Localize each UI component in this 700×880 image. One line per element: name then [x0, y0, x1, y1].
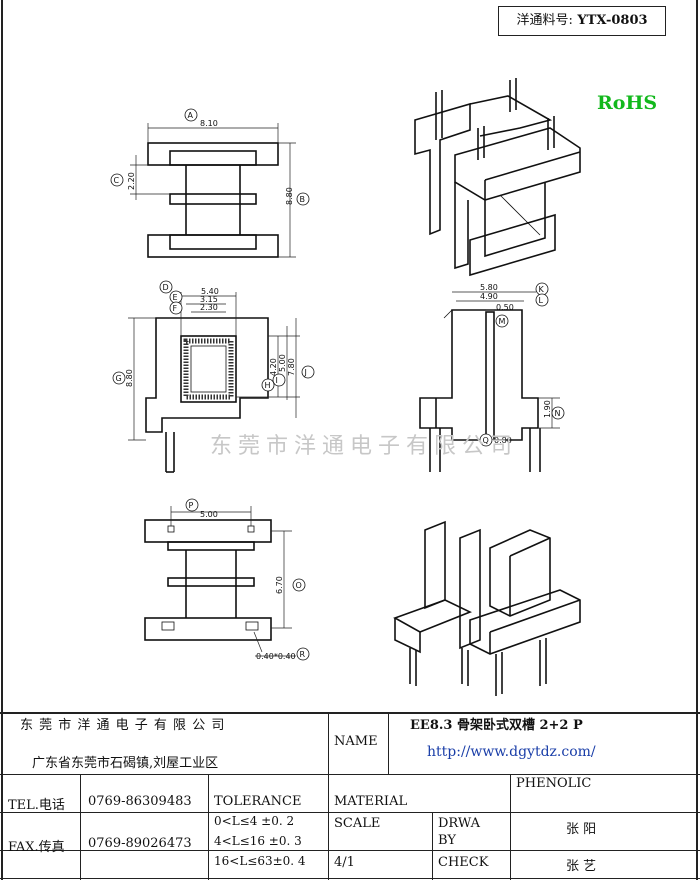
part-number-value: YTX-0803 — [577, 13, 648, 28]
dim-o-value: 6.70 — [275, 576, 284, 594]
dim-i-bubble: I — [276, 376, 278, 385]
check-label: CHECK — [438, 855, 489, 870]
dim-r-bubble: R — [300, 650, 306, 659]
dim-f-value: 2.30 — [200, 303, 218, 312]
dim-m-bubble: M — [499, 317, 506, 326]
dim-n-bubble: N — [555, 409, 561, 418]
dim-e-bubble: E — [173, 293, 178, 302]
end-view: 5.80 4.90 0.50 K L M 1.90 N Q 0.80 — [419, 282, 565, 472]
dim-f-bubble: F — [173, 304, 178, 313]
rohs-mark: RoHS — [597, 92, 658, 114]
dim-a-bubble: A — [188, 111, 194, 120]
dim-q-value: 0.80 — [494, 436, 512, 445]
technical-drawing: 8.10 A 8.80 B 2.20 C — [110, 78, 581, 696]
front-view: 8.10 A 8.80 B 2.20 C — [110, 108, 310, 258]
frame-right — [696, 0, 698, 880]
dim-d-value: 5.40 — [201, 287, 219, 296]
scale-label: SCALE — [334, 816, 381, 831]
check-value: 张 艺 — [566, 859, 597, 874]
dim-c-value: 2.20 — [127, 172, 136, 190]
website-url[interactable]: http://www.dgytdz.com/ — [427, 744, 596, 760]
dim-r-value: 0.40*0.40 — [256, 652, 296, 661]
frame-left — [1, 0, 3, 880]
bottom-view: 5.00 P 6.70 O 0.40*0.40 R — [144, 498, 310, 661]
dim-b-value: 8.80 — [285, 187, 294, 205]
fax-label: FAX.传真 — [8, 840, 65, 855]
tolerance-line-2: 4<L≤16 ±0. 3 — [214, 834, 302, 848]
tolerance-label: TOLERANCE — [214, 794, 302, 809]
dim-l-bubble: L — [539, 296, 544, 305]
company-address: 广东省东莞市石碣镇,刘屋工业区 — [32, 756, 219, 771]
scale-value: 4/1 — [334, 855, 355, 870]
drawn-value: 张 阳 — [566, 822, 597, 837]
dim-j-bubble: J — [304, 368, 307, 377]
dim-d-bubble: D — [163, 283, 169, 292]
title-block: 东 莞 市 洋 通 电 子 有 限 公 司 广东省东莞市石碣镇,刘屋工业区 NA… — [0, 712, 700, 880]
dim-l-value: 4.90 — [480, 292, 498, 301]
dim-i-value: 5.00 — [278, 354, 287, 372]
name-label: NAME — [334, 734, 378, 749]
dim-m-value: 0.50 — [496, 303, 514, 312]
part-number-box: 洋通料号: YTX-0803 — [498, 6, 666, 36]
isometric-view-top — [414, 78, 581, 277]
part-name: EE8.3 骨架卧式双槽 2+2 P — [410, 718, 583, 733]
drawn-label-1: DRWA — [438, 816, 481, 831]
part-number-label: 洋通料号: — [516, 13, 573, 28]
tel-label: TEL.电话 — [8, 798, 65, 813]
dim-h-value: 4.20 — [269, 358, 278, 376]
dim-h-bubble: H — [265, 381, 271, 390]
drawn-label-2: BY — [438, 833, 456, 848]
tolerance-line-3: 16<L≤63±0. 4 — [214, 854, 306, 868]
dim-b-bubble: B — [300, 195, 306, 204]
tolerance-line-1: 0<L≤4 ±0. 2 — [214, 814, 295, 828]
dim-a-value: 8.10 — [200, 119, 218, 128]
isometric-view-bottom — [393, 520, 581, 696]
dim-k-bubble: K — [539, 285, 545, 294]
company-name: 东 莞 市 洋 通 电 子 有 限 公 司 — [20, 718, 226, 733]
dim-q-bubble: Q — [483, 436, 489, 445]
dim-j-value: 7.80 — [287, 358, 296, 376]
dim-k-value: 5.80 — [480, 283, 498, 292]
dim-c-bubble: C — [114, 176, 120, 185]
watermark: 东莞市洋通电子有限公司 — [210, 434, 519, 459]
dim-g-bubble: G — [116, 374, 122, 383]
fax-value: 0769-89026473 — [88, 836, 192, 851]
dim-g-value: 8.80 — [125, 369, 134, 387]
material-value: PHENOLIC — [516, 776, 592, 791]
dim-o-bubble: O — [296, 581, 302, 590]
tel-value: 0769-86309483 — [88, 794, 192, 809]
dim-e-value: 3.15 — [200, 295, 218, 304]
website-link[interactable]: http://www.dgytdz.com/ — [427, 744, 596, 760]
material-label: MATERIAL — [334, 794, 408, 809]
dim-p-bubble: P — [189, 501, 194, 510]
dim-n-value: 1.90 — [543, 400, 552, 418]
side-section-view: 5.40 3.15 2.30 D E F 8.80 G 4.20 5.00 — [112, 280, 315, 473]
dim-p-value: 5.00 — [200, 510, 218, 519]
